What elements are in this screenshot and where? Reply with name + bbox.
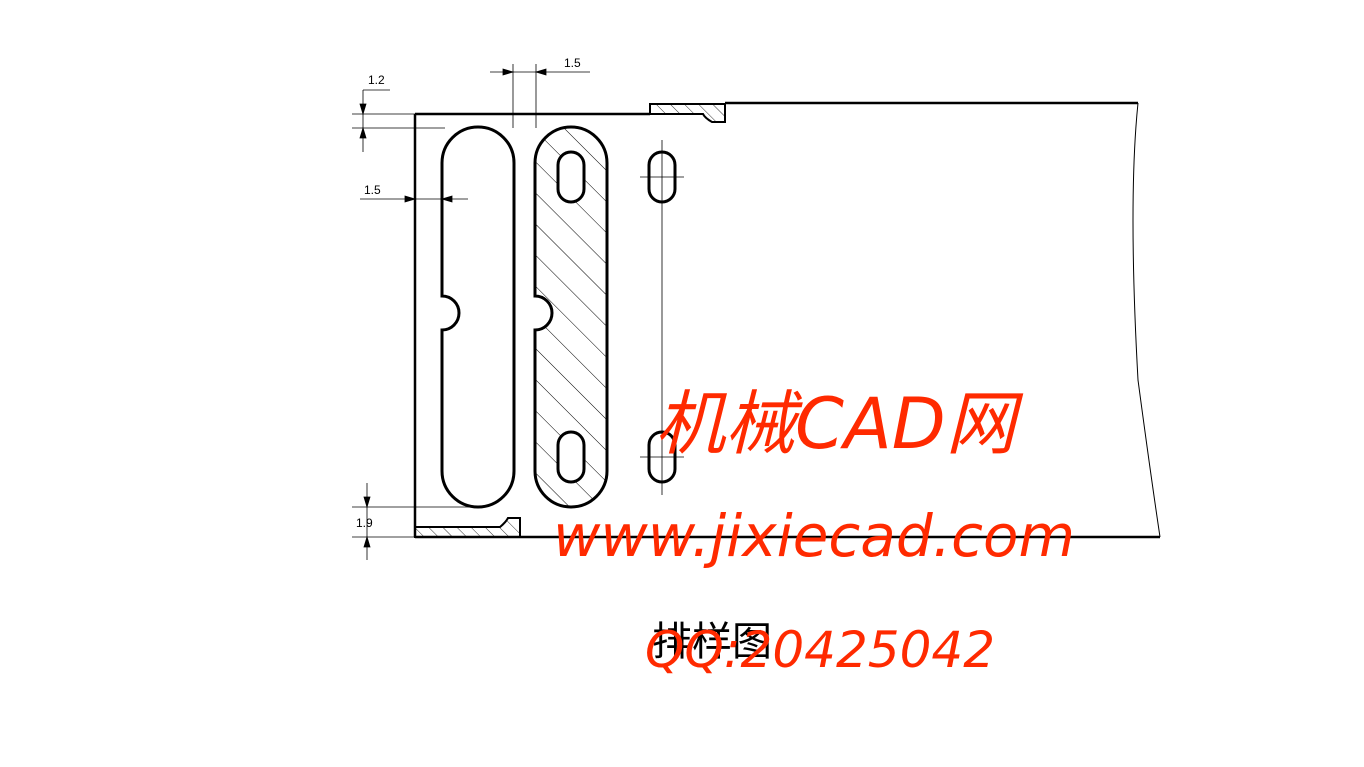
watermark-line3: QQ:20425042	[645, 621, 995, 679]
watermark-line1: 机械CAD网	[655, 383, 1024, 465]
dim-bottom-gap	[352, 483, 480, 560]
dim-left-edge	[360, 195, 468, 203]
part-slot-bottom	[556, 430, 586, 484]
watermark-line2: www.jixiecad.com	[553, 502, 1075, 570]
dim-label-bottom-gap: 1.9	[356, 516, 373, 530]
drawing-caption: 排样图	[652, 619, 772, 665]
dim-label-top-bridge: 1.5	[564, 56, 581, 70]
dim-top-gap	[352, 89, 445, 152]
watermark: 机械CAD网 www.jixiecad.com QQ:20425042	[553, 383, 1075, 679]
dim-top-bridge	[490, 64, 590, 128]
part-slot-top	[556, 150, 586, 204]
pilot-slots	[640, 140, 684, 495]
top-feed-step	[649, 103, 726, 123]
bottom-feed-step	[414, 517, 521, 538]
punched-slot-1	[440, 125, 516, 509]
strip-outline	[413, 101, 1161, 539]
hatched-part	[533, 125, 609, 509]
dim-label-left-edge: 1.5	[364, 183, 381, 197]
dim-label-top-gap: 1.2	[368, 73, 385, 87]
